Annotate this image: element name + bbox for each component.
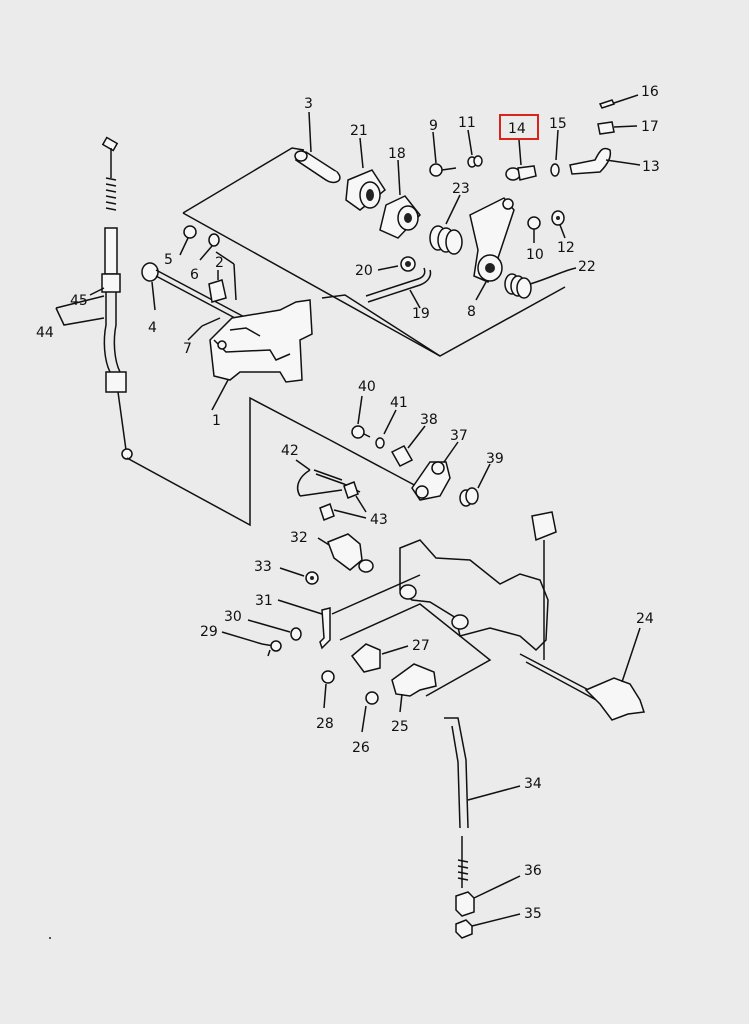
label-part-21[interactable]: 21 (350, 123, 368, 139)
part-28-bolt (321, 670, 335, 709)
part-1-bracket (209, 251, 313, 411)
label-part-24[interactable]: 24 (636, 611, 654, 627)
part-3-pin (294, 111, 341, 184)
label-part-26[interactable]: 26 (352, 740, 370, 756)
label-part-10[interactable]: 10 (526, 247, 544, 263)
part-34-rod (444, 717, 521, 888)
label-part-6[interactable]: 6 (190, 267, 199, 283)
part-42-rod (295, 459, 361, 497)
label-part-18[interactable]: 18 (388, 146, 406, 162)
label-part-43[interactable]: 43 (370, 512, 388, 528)
part-9-screw (429, 131, 457, 177)
part-14-joint (505, 139, 537, 181)
part-20-bolt (377, 256, 416, 272)
label-part-11[interactable]: 11 (458, 115, 476, 131)
part-8-lever (469, 197, 515, 301)
label-part-2[interactable]: 2 (215, 255, 224, 271)
part-21-bushing (345, 137, 386, 211)
part-13-hose (569, 147, 641, 175)
part-33-bolt (279, 567, 319, 585)
label-part-15[interactable]: 15 (549, 116, 567, 132)
lower-assembly-outline (331, 574, 492, 697)
label-part-45[interactable]: 45 (70, 293, 88, 309)
label-part-33[interactable]: 33 (254, 559, 272, 575)
label-part-38[interactable]: 38 (420, 412, 438, 428)
label-part-29[interactable]: 29 (200, 624, 218, 640)
label-part-34[interactable]: 34 (524, 776, 542, 792)
part-44-cable (55, 136, 133, 460)
label-part-14[interactable]: 14 (508, 121, 526, 137)
part-24-shift-rod (519, 511, 646, 721)
part-12-washer (551, 210, 566, 239)
part-38-pin (390, 425, 426, 467)
label-part-20[interactable]: 20 (355, 263, 373, 279)
label-part-36[interactable]: 36 (524, 863, 542, 879)
part-25-bracket (391, 663, 437, 713)
part-4-bolt (141, 262, 251, 327)
part-22-spring (504, 267, 577, 299)
part-36-nut (455, 875, 521, 917)
label-part-31[interactable]: 31 (255, 593, 273, 609)
upper-assembly-outline (182, 147, 566, 357)
engine-bracket-ghost (399, 539, 549, 652)
label-part-7[interactable]: 7 (183, 341, 192, 357)
part-16-pin (598, 94, 639, 109)
part-15-clip (550, 129, 560, 177)
label-part-23[interactable]: 23 (452, 181, 470, 197)
label-part-35[interactable]: 35 (524, 906, 542, 922)
part-23-spring (429, 194, 463, 255)
label-part-41[interactable]: 41 (390, 395, 408, 411)
label-part-16[interactable]: 16 (641, 84, 659, 100)
part-27-block (350, 643, 409, 673)
part-35-nut (455, 913, 521, 939)
label-part-28[interactable]: 28 (316, 716, 334, 732)
label-part-1[interactable]: 1 (212, 413, 221, 429)
part-31-plate (277, 599, 331, 650)
part-18-bushing (379, 159, 421, 239)
part-29-bolt (221, 631, 282, 657)
part-39-spring (459, 463, 491, 507)
label-part-5[interactable]: 5 (164, 252, 173, 268)
part-19-rod (365, 267, 432, 309)
label-part-22[interactable]: 22 (578, 259, 596, 275)
part-26-bolt (361, 691, 379, 733)
label-part-30[interactable]: 30 (224, 609, 242, 625)
part-41-washer (375, 409, 397, 449)
label-part-17[interactable]: 17 (641, 119, 659, 135)
part-11-spring (467, 129, 483, 168)
part-30-washer (247, 619, 302, 641)
label-part-13[interactable]: 13 (642, 159, 660, 175)
part-6-washer (199, 233, 220, 261)
label-part-37[interactable]: 37 (450, 428, 468, 444)
part-32-link (317, 533, 374, 573)
part-17-nut (597, 121, 638, 135)
part-43-clips (319, 481, 367, 521)
label-part-12[interactable]: 12 (557, 240, 575, 256)
part-5-bolt (179, 225, 197, 256)
label-part-8[interactable]: 8 (467, 304, 476, 320)
label-part-3[interactable]: 3 (304, 96, 313, 112)
stray-dot (49, 937, 51, 939)
label-part-40[interactable]: 40 (358, 379, 376, 395)
part-10-nut (527, 216, 541, 243)
label-part-25[interactable]: 25 (391, 719, 409, 735)
label-part-4[interactable]: 4 (148, 320, 157, 336)
part-37-link (411, 441, 459, 501)
part-40-bolt (351, 395, 371, 439)
label-part-32[interactable]: 32 (290, 530, 308, 546)
part-2-block (208, 270, 227, 303)
part-labels: 1 2 3 4 5 6 7 8 9 10 11 12 13 14 15 16 1… (36, 84, 660, 922)
label-part-44[interactable]: 44 (36, 325, 54, 341)
label-part-19[interactable]: 19 (412, 306, 430, 322)
label-part-9[interactable]: 9 (429, 118, 438, 134)
highlight-box-part-14 (499, 114, 539, 140)
middle-assembly-outline (126, 396, 421, 527)
label-part-42[interactable]: 42 (281, 443, 299, 459)
part-7-rivet (187, 317, 221, 341)
label-part-39[interactable]: 39 (486, 451, 504, 467)
label-part-27[interactable]: 27 (412, 638, 430, 654)
